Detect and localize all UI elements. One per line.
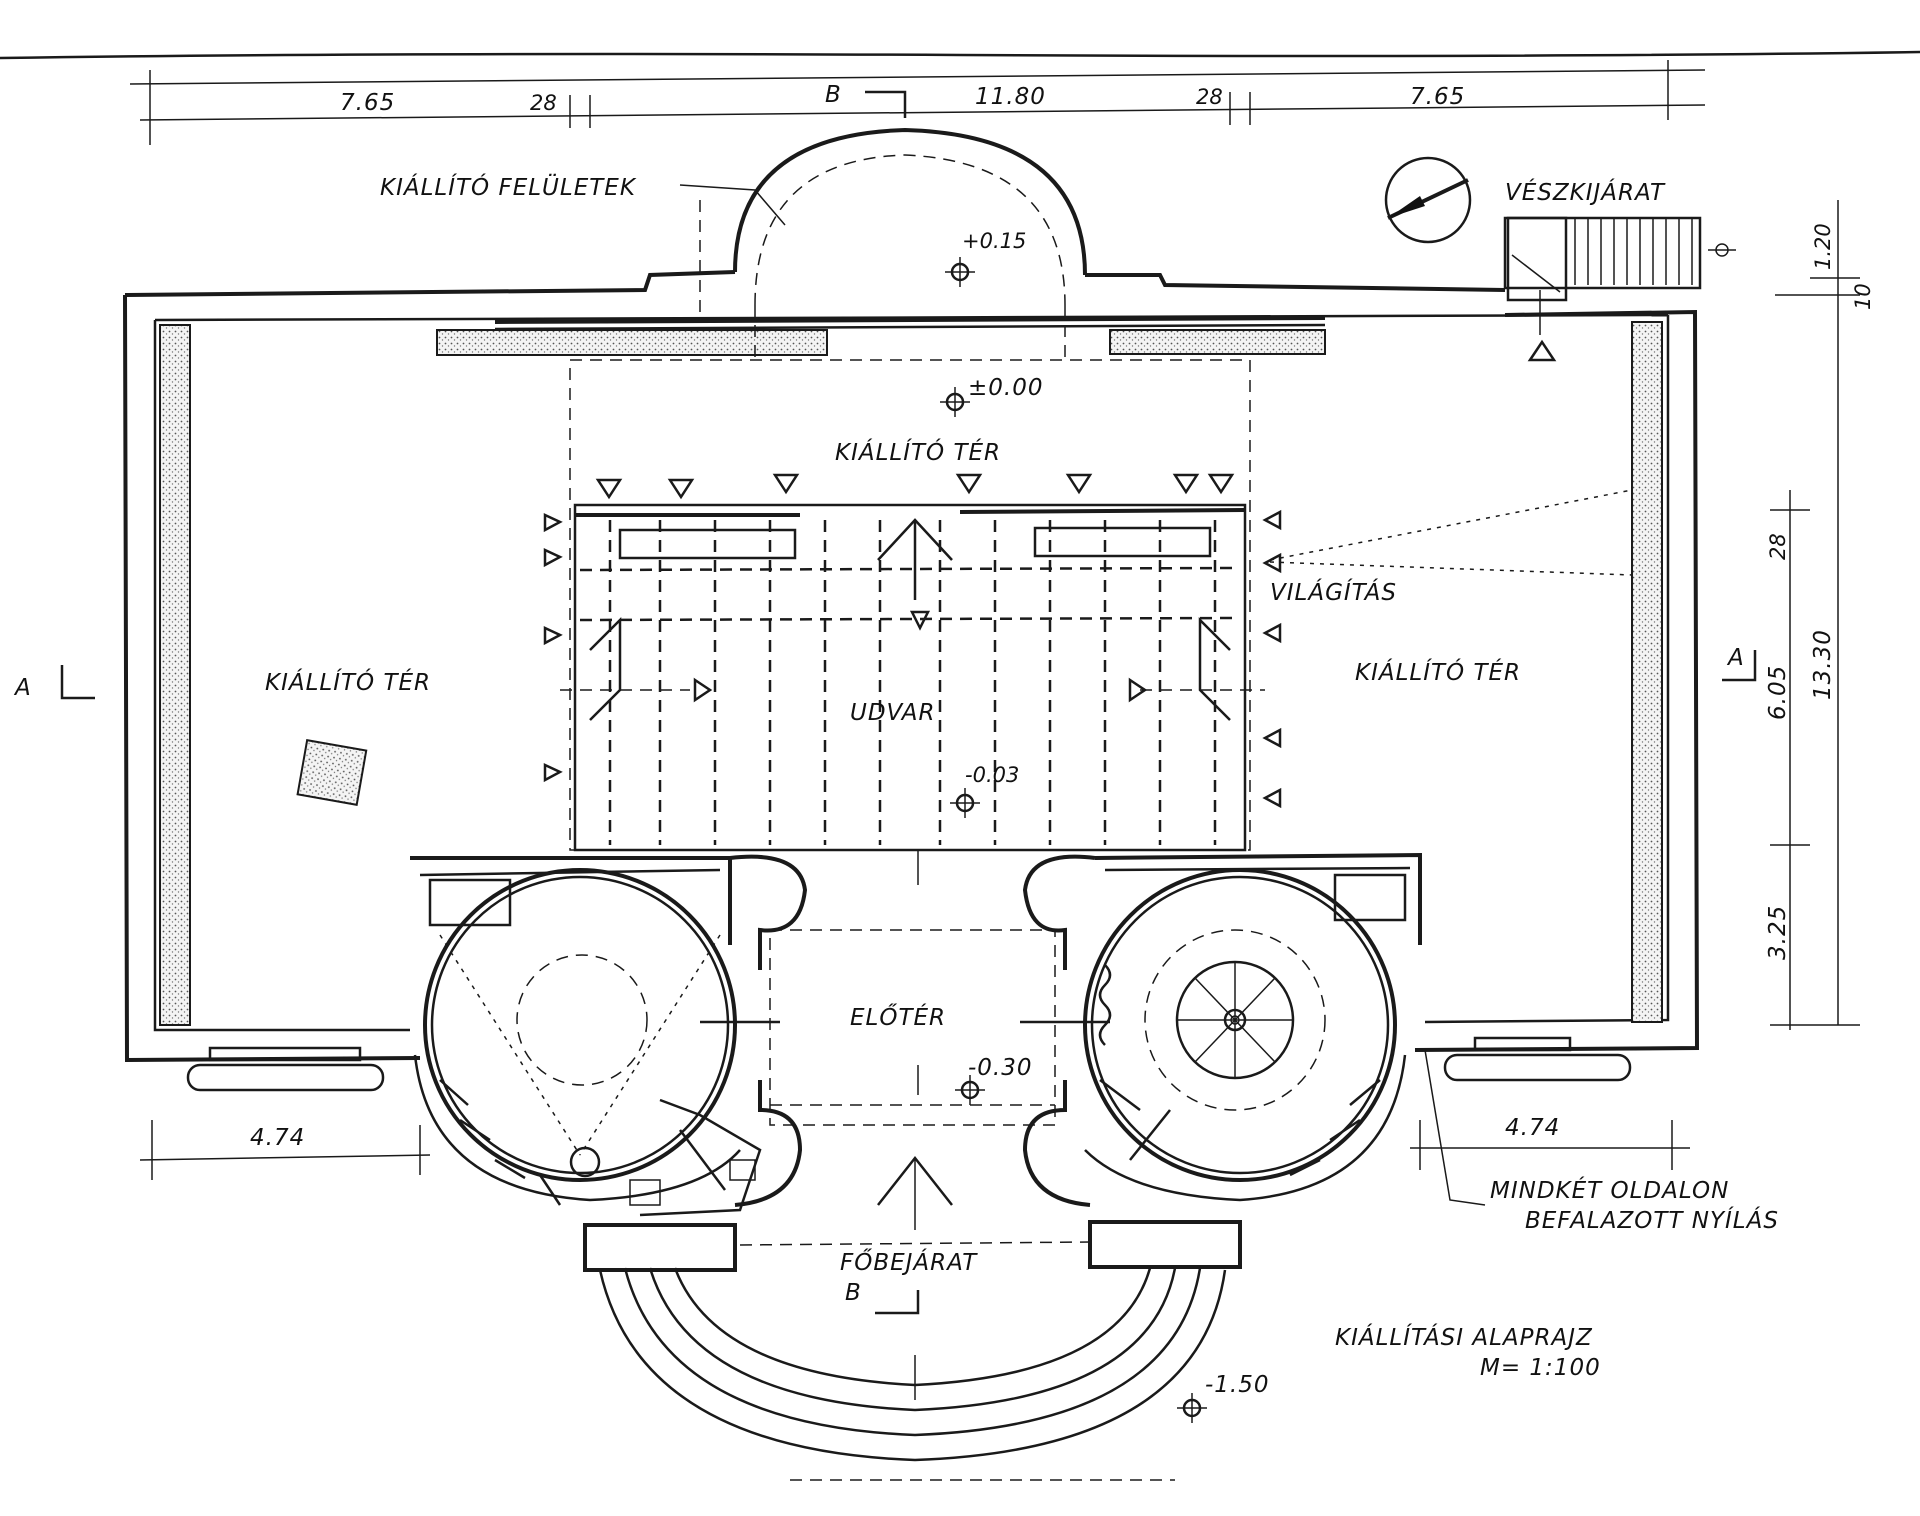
- dim-right-4: 6.05: [1765, 665, 1791, 720]
- level-top-hall: ±0.00: [968, 375, 1043, 401]
- section-a-left-label: A: [13, 675, 32, 701]
- left-rotunda: [410, 856, 762, 1217]
- bottom-dimensions: 4.74 4.74: [139, 1115, 1690, 1180]
- emergency-exit-stair: [1503, 216, 1736, 362]
- section-b-top-label: B: [825, 82, 842, 108]
- exhibit-pedestal: [296, 739, 368, 806]
- section-mark-b-bottom: B: [845, 1280, 920, 1315]
- dim-right-1: 1.20: [1811, 223, 1835, 270]
- right-rotunda: [1083, 852, 1422, 1202]
- label-emergency-exit: VÉSZKIJÁRAT: [1505, 178, 1666, 206]
- label-exhibition-space-top: KIÁLLÍTÓ TÉR: [835, 438, 1001, 466]
- dim-bottom-right: 4.74: [1505, 1115, 1560, 1141]
- section-b-bottom-label: B: [845, 1280, 862, 1306]
- drainage-pipes: [186, 1036, 1632, 1092]
- dim-right-2: 10: [1851, 283, 1875, 310]
- entrance-steps: [583, 1220, 1242, 1462]
- dim-right-5: 13.30: [1810, 629, 1836, 700]
- dim-top-4: 28: [1196, 85, 1223, 109]
- level-mark-outside: -1.50: [1177, 1372, 1270, 1423]
- dim-bottom-left: 4.74: [250, 1125, 305, 1151]
- label-exhibition-space-right: KIÁLLÍTÓ TÉR: [1355, 658, 1521, 686]
- level-vestibule: -0.30: [968, 1055, 1033, 1081]
- label-lighting: VILÁGÍTÁS: [1270, 578, 1397, 606]
- section-mark-b-top: B: [825, 82, 907, 118]
- label-vestibule: ELŐTÉR: [850, 1003, 946, 1031]
- label-main-entrance: FŐBEJÁRAT: [840, 1248, 978, 1276]
- drawing-title: KIÁLLÍTÁSI ALAPRAJZ: [1335, 1323, 1593, 1351]
- level-mark-vestibule: -0.30: [955, 1055, 1033, 1105]
- courtyard: [560, 359, 1265, 852]
- dim-right-3: 28: [1766, 533, 1790, 560]
- dim-top-1: 7.65: [340, 90, 395, 116]
- section-mark-a-left: A: [13, 665, 95, 701]
- label-openings-note-1: MINDKÉT OLDALON: [1490, 1176, 1729, 1204]
- label-exhibition-surfaces: KIÁLLÍTÓ FELÜLETEK: [380, 173, 637, 201]
- lighting-markers: [543, 473, 1282, 809]
- label-courtyard: UDVAR: [850, 700, 935, 726]
- north-arrow-icon: [1384, 156, 1472, 244]
- label-exhibition-space-left: KIÁLLÍTÓ TÉR: [265, 668, 431, 696]
- level-mark-apse: +0.15: [945, 229, 1026, 287]
- dim-right-6: 3.25: [1765, 905, 1791, 960]
- dim-top-3: 11.80: [975, 84, 1046, 110]
- spiral-stair: [1144, 929, 1326, 1111]
- level-mark-courtyard: -0.03: [950, 763, 1019, 818]
- drawing-scale: M= 1:100: [1480, 1355, 1601, 1381]
- sheet-border-line: [0, 50, 1920, 60]
- top-left-exhibition-panel: [436, 329, 828, 356]
- right-dimension-chain: 1.20 10 28 6.05 13.30 3.25: [1765, 200, 1875, 1030]
- apse: [733, 127, 1087, 360]
- vestibule: [700, 850, 1110, 1230]
- level-apse: +0.15: [962, 229, 1026, 253]
- label-openings-note-2: BEFALAZOTT NYÍLÁS: [1525, 1206, 1779, 1234]
- dim-top-2: 28: [530, 91, 557, 115]
- top-right-exhibition-panel: [1109, 329, 1326, 355]
- level-courtyard: -0.03: [965, 763, 1019, 787]
- left-exhibition-wall: [159, 324, 191, 1026]
- top-dimension-chain: 7.65 28 11.80 28 7.65: [129, 60, 1706, 145]
- dim-top-5: 7.65: [1410, 84, 1465, 110]
- right-exhibition-wall: [1631, 321, 1663, 1023]
- section-a-right-label: A: [1726, 645, 1745, 671]
- level-mark-top-hall: ±0.00: [940, 375, 1043, 417]
- level-outside: -1.50: [1205, 1372, 1270, 1398]
- section-mark-a-right: A: [1722, 645, 1757, 682]
